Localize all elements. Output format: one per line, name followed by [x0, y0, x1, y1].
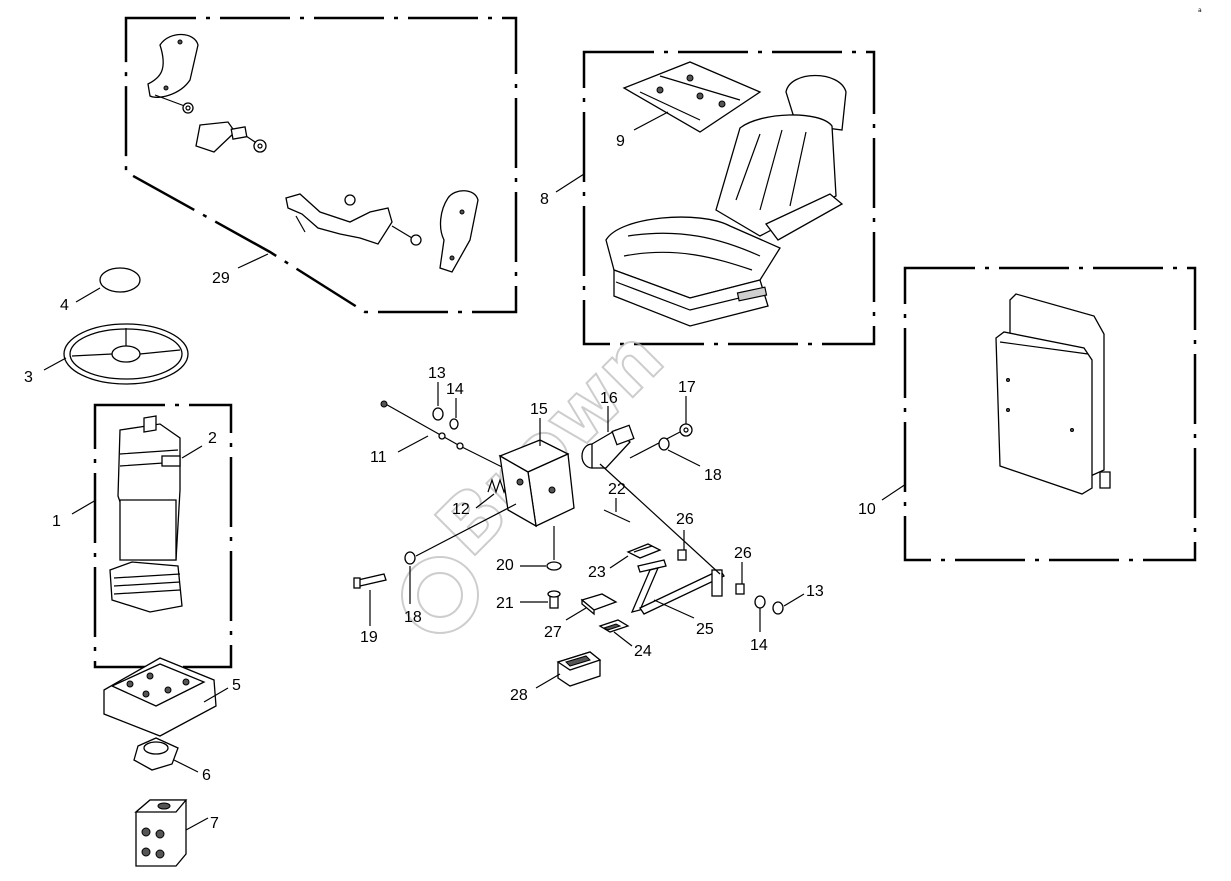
group-box-8	[582, 50, 876, 346]
callout-17: 17	[678, 379, 696, 396]
callout-15: 15	[530, 401, 548, 418]
washer-18a	[658, 437, 670, 451]
steering-unit	[134, 799, 188, 867]
o-ring-13b	[772, 601, 784, 615]
washer-18b	[404, 551, 416, 565]
callout-25: 25	[696, 621, 714, 638]
bushing-26b	[735, 583, 745, 595]
callout-18b: 18	[404, 609, 422, 626]
pedal-pad-24	[598, 619, 630, 633]
corner-mark: a	[1198, 7, 1202, 14]
belt-buckle	[195, 121, 248, 153]
armrest-bracket-lower	[439, 190, 479, 273]
callout-10: 10	[858, 501, 876, 518]
steering-wheel	[63, 323, 189, 385]
callout-3: 3	[24, 369, 33, 386]
bolt-19	[353, 573, 387, 589]
callout-27: 27	[544, 624, 562, 641]
control-rod	[380, 400, 517, 475]
callout-1: 1	[52, 513, 61, 530]
pedal-pad-23	[626, 543, 662, 559]
callout-28: 28	[510, 687, 528, 704]
seat	[605, 74, 847, 327]
washer-14b	[754, 595, 766, 609]
callout-29: 29	[212, 270, 230, 287]
washer-14a	[449, 418, 459, 430]
washer-29a	[253, 139, 267, 153]
o-ring-13a	[432, 407, 444, 421]
mounting-bracket	[498, 439, 575, 528]
rubber-block-28	[556, 651, 602, 687]
callout-8: 8	[540, 191, 549, 208]
backrest-cover	[995, 293, 1111, 495]
seat-mounting-plate	[622, 61, 762, 133]
callout-13a: 13	[428, 365, 446, 382]
callout-14b: 14	[750, 637, 768, 654]
callout-5: 5	[232, 677, 241, 694]
mount-flange	[133, 737, 179, 771]
callout-23: 23	[588, 564, 606, 581]
callout-7: 7	[210, 815, 219, 832]
pivot-pin	[603, 509, 631, 523]
nut-29a	[182, 102, 194, 114]
callout-24: 24	[634, 643, 652, 660]
callout-20: 20	[496, 557, 514, 574]
group-box-1	[93, 403, 233, 669]
switch-unit	[581, 424, 635, 469]
callout-6: 6	[202, 767, 211, 784]
valve-plate	[103, 657, 217, 737]
armrest-bracket-upper	[147, 33, 199, 98]
washer-29b	[344, 194, 356, 206]
bolt-21	[547, 590, 561, 609]
callout-14a: 14	[446, 381, 464, 398]
nut-29b	[410, 234, 422, 246]
armrest-arm	[285, 193, 393, 245]
callout-18a: 18	[704, 467, 722, 484]
pedal-lever	[630, 559, 725, 615]
pedal-pad-27	[580, 593, 618, 616]
group-box-10	[903, 266, 1197, 562]
callout-22: 22	[608, 481, 626, 498]
washer-20	[546, 561, 562, 571]
bushing-26a	[677, 549, 687, 561]
callout-13b: 13	[806, 583, 824, 600]
callout-26b: 26	[734, 545, 752, 562]
callout-4: 4	[60, 297, 69, 314]
callout-9: 9	[616, 133, 625, 150]
callout-16: 16	[600, 390, 618, 407]
nut-17	[679, 423, 693, 437]
callout-12: 12	[452, 501, 470, 518]
callout-11: 11	[370, 449, 387, 466]
callout-21: 21	[496, 595, 514, 612]
horn-cap	[99, 267, 141, 293]
callout-26a: 26	[676, 511, 694, 528]
steering-column-boot	[109, 415, 183, 613]
callout-2: 2	[208, 430, 217, 447]
group-box-29	[124, 16, 518, 314]
callout-19: 19	[360, 629, 378, 646]
